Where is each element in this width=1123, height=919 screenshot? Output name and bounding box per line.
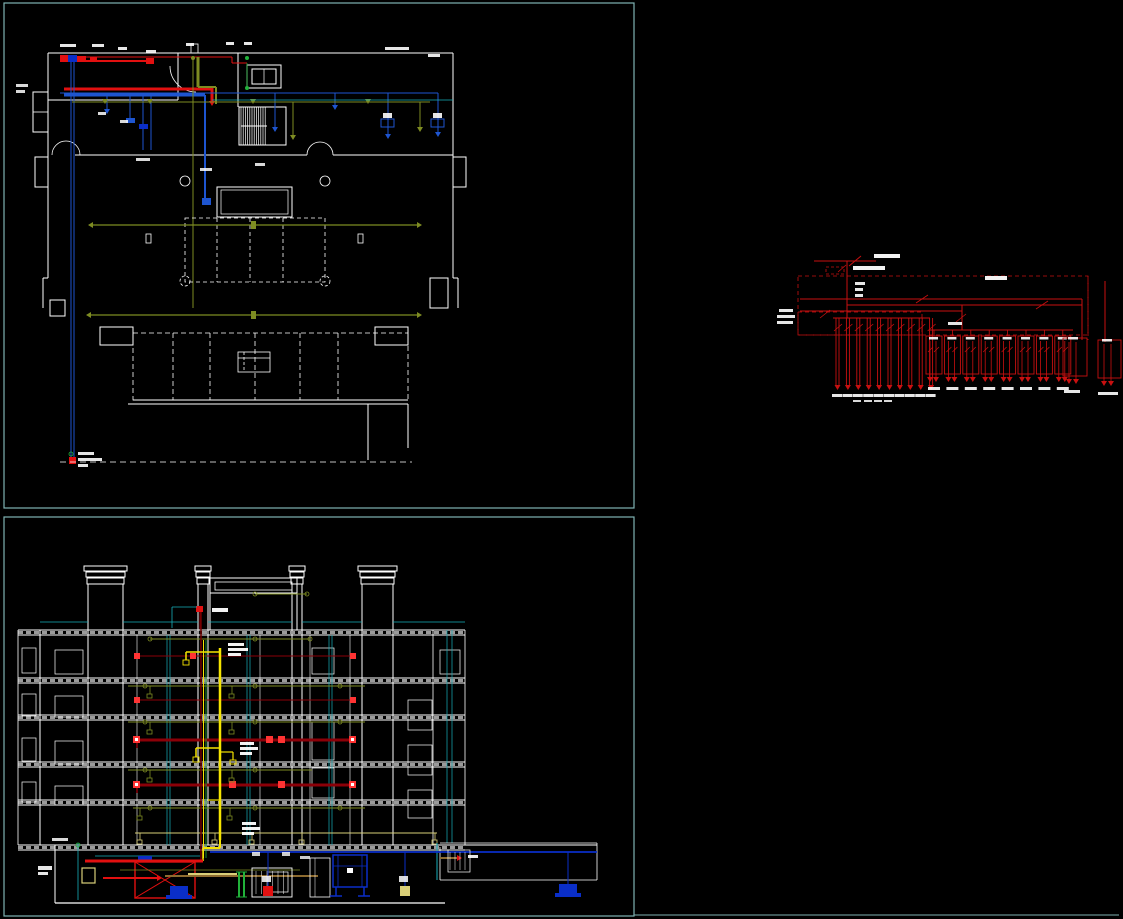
viewport-frames xyxy=(3,2,1119,917)
floor-plan xyxy=(16,42,467,467)
building-section xyxy=(17,565,598,904)
riser-diagram xyxy=(777,254,1122,402)
